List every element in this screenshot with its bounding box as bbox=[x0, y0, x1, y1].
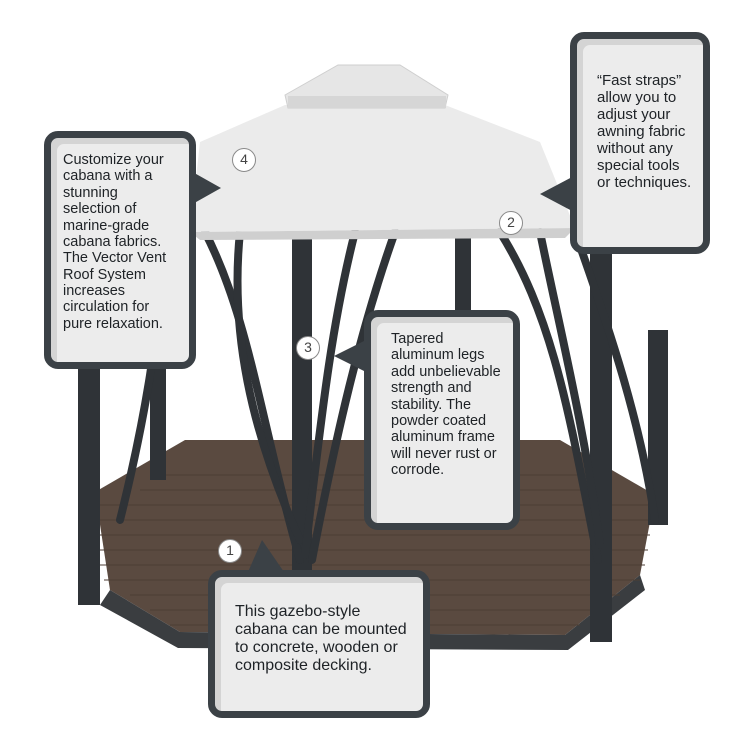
callout-4-number-badge: 4 bbox=[232, 148, 256, 172]
callout-4-pointer bbox=[189, 170, 221, 206]
roof-vent-band bbox=[288, 96, 446, 108]
roof-shade bbox=[190, 228, 575, 240]
arches bbox=[116, 228, 659, 564]
callout-3: Tapered aluminum legs add unbelievable s… bbox=[364, 310, 520, 530]
callout-2: “Fast straps” allow you to adjust your a… bbox=[570, 32, 710, 254]
callout-2-text: “Fast straps” allow you to adjust your a… bbox=[597, 72, 692, 191]
roof-main bbox=[190, 105, 575, 232]
callout-1: This gazebo-style cabana can be mounted … bbox=[208, 570, 430, 718]
callout-2-number-badge: 2 bbox=[499, 211, 523, 235]
callout-1-text: This gazebo-style cabana can be mounted … bbox=[235, 603, 407, 675]
callout-1-number-badge: 1 bbox=[218, 539, 242, 563]
callout-2-pointer bbox=[540, 176, 574, 212]
callout-4: Customize your cabana with a stunning se… bbox=[44, 131, 196, 369]
callout-3-number-badge: 3 bbox=[296, 336, 320, 360]
callout-3-pointer bbox=[334, 340, 366, 372]
callout-1-pointer bbox=[248, 540, 284, 572]
callout-4-text: Customize your cabana with a stunning se… bbox=[63, 152, 167, 332]
callout-3-text: Tapered aluminum legs add unbelievable s… bbox=[391, 331, 501, 478]
